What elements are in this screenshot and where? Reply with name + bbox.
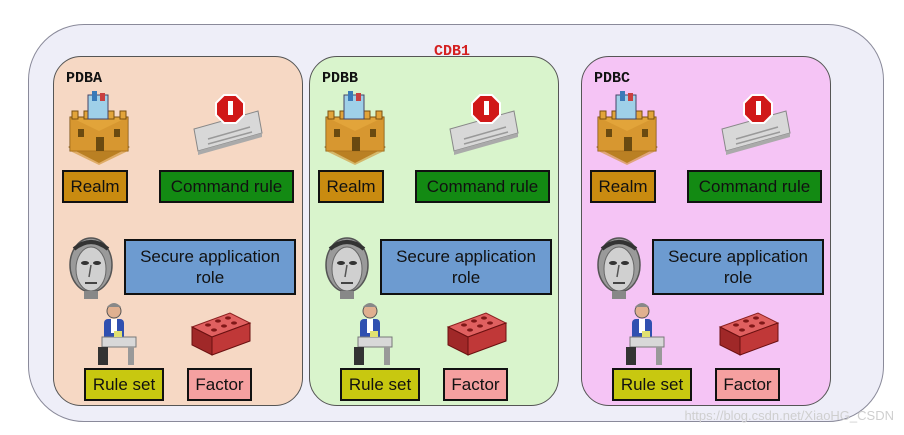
pdb-container-c: PDBC Realm Command rule Secur [581, 56, 831, 406]
stop-sign-icon [444, 89, 524, 164]
person-at-desk-icon [622, 301, 668, 372]
secure-application-role-box: Secure application role [652, 239, 824, 295]
factor-box: Factor [715, 368, 780, 401]
watermark: https://blog.csdn.net/XiaoHG_CSDN [684, 408, 894, 423]
command-rule-box: Command rule [159, 170, 294, 203]
brick-icon [188, 309, 254, 364]
castle-icon [320, 89, 390, 174]
mask-icon [66, 235, 116, 306]
castle-icon [592, 89, 662, 174]
rule-set-box: Rule set [84, 368, 164, 401]
secure-application-role-box: Secure application role [380, 239, 552, 295]
pdb-container-b: PDBB Realm Command rule Secur [309, 56, 559, 406]
factor-box: Factor [443, 368, 508, 401]
castle-icon [64, 89, 134, 174]
stop-sign-icon [188, 89, 268, 164]
rule-set-box: Rule set [340, 368, 420, 401]
pdb-title: PDBA [66, 70, 103, 87]
realm-box: Realm [62, 170, 128, 203]
command-rule-box: Command rule [687, 170, 822, 203]
command-rule-box: Command rule [415, 170, 550, 203]
mask-icon [594, 235, 644, 306]
factor-box: Factor [187, 368, 252, 401]
brick-icon [716, 309, 782, 364]
cdb-title: CDB1 [433, 43, 470, 60]
pdb-title: PDBC [594, 70, 631, 87]
secure-application-role-box: Secure application role [124, 239, 296, 295]
brick-icon [444, 309, 510, 364]
person-at-desk-icon [350, 301, 396, 372]
pdb-container-a: PDBA Realm Command rule Secur [53, 56, 303, 406]
person-at-desk-icon [94, 301, 140, 372]
pdb-title: PDBB [322, 70, 359, 87]
stop-sign-icon [716, 89, 796, 164]
realm-box: Realm [318, 170, 384, 203]
mask-icon [322, 235, 372, 306]
rule-set-box: Rule set [612, 368, 692, 401]
realm-box: Realm [590, 170, 656, 203]
